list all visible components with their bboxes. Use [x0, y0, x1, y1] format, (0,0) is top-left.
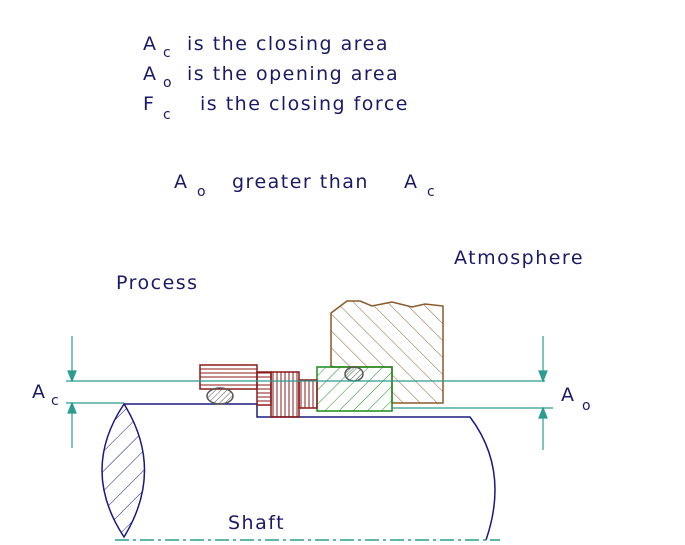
legend-subscript: o	[163, 75, 173, 91]
legend-text: is the closing area	[187, 33, 389, 55]
legend-symbol: A	[143, 63, 158, 85]
shaft-label: Shaft	[228, 512, 285, 534]
legend-text: is the closing force	[200, 93, 409, 115]
shaft	[101, 402, 500, 541]
legend-line-opening-area: A o is the opening area	[143, 63, 399, 91]
legend-subscript: c	[163, 107, 172, 123]
condition-text: greater than	[232, 171, 369, 193]
legend-symbol: F	[143, 93, 155, 115]
atmosphere-label: Atmosphere	[454, 247, 584, 269]
legend-symbol: A	[143, 33, 158, 55]
legend-text: is the opening area	[187, 63, 399, 85]
legend-line-closing-force: F c is the closing force	[143, 93, 409, 123]
condition-statement: A o greater than A c	[174, 171, 436, 200]
shaft-left-lens	[101, 402, 146, 539]
ao-dimension-subscript: o	[582, 398, 592, 414]
legend-line-closing-area: A c is the closing area	[143, 33, 389, 61]
condition-symbol-right: A	[404, 171, 419, 193]
condition-subscript-left: o	[197, 184, 207, 200]
process-label: Process	[116, 272, 199, 294]
legend: A c is the closing area A o is the openi…	[143, 33, 409, 123]
condition-subscript-right: c	[427, 184, 436, 200]
ao-dimension-symbol: A	[561, 384, 576, 406]
o-ring-stationary	[344, 366, 364, 382]
shaft-outline	[124, 403, 496, 541]
condition-symbol-left: A	[174, 171, 189, 193]
rotating-seal-ring	[199, 364, 318, 418]
ac-dimension-subscript: c	[51, 393, 60, 409]
ac-dimension-symbol: A	[32, 381, 47, 403]
dimension-lines	[66, 336, 553, 450]
o-ring-rotating	[206, 387, 234, 405]
legend-subscript: c	[163, 45, 172, 61]
